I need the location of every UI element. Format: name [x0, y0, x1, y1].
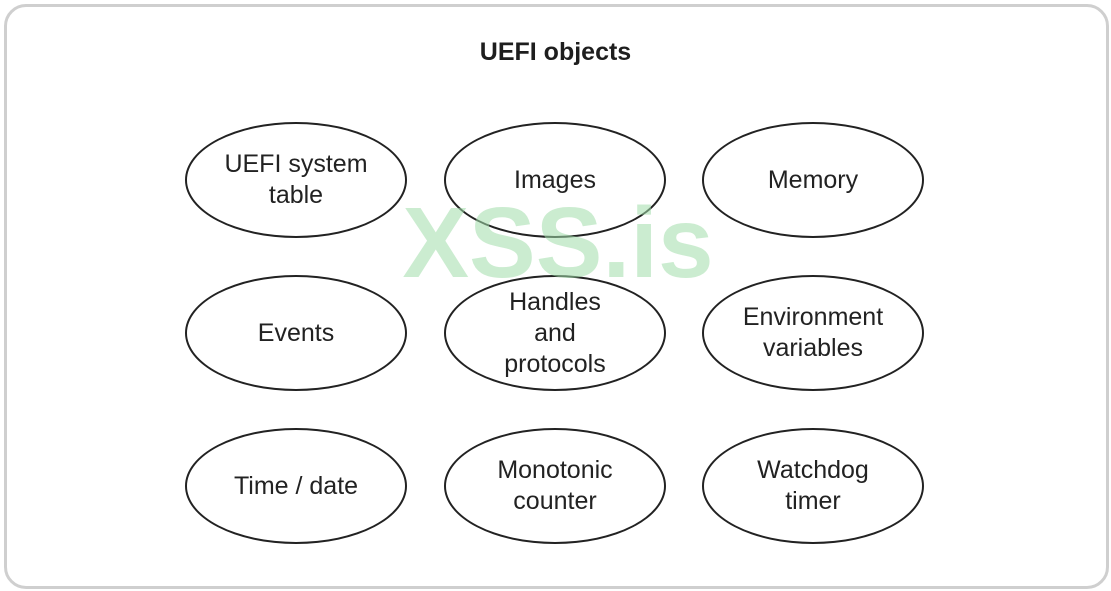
node-memory: Memory: [702, 122, 924, 238]
node-watchdog-timer: Watchdog timer: [702, 428, 924, 544]
node-images: Images: [444, 122, 666, 238]
node-handles-and-protocols: Handles and protocols: [444, 275, 666, 391]
node-time-date: Time / date: [185, 428, 407, 544]
diagram-title: UEFI objects: [479, 38, 632, 66]
node-monotonic-counter: Monotonic counter: [444, 428, 666, 544]
node-environment-variables: Environment variables: [702, 275, 924, 391]
node-events: Events: [185, 275, 407, 391]
node-uefi-system-table: UEFI system table: [185, 122, 407, 238]
